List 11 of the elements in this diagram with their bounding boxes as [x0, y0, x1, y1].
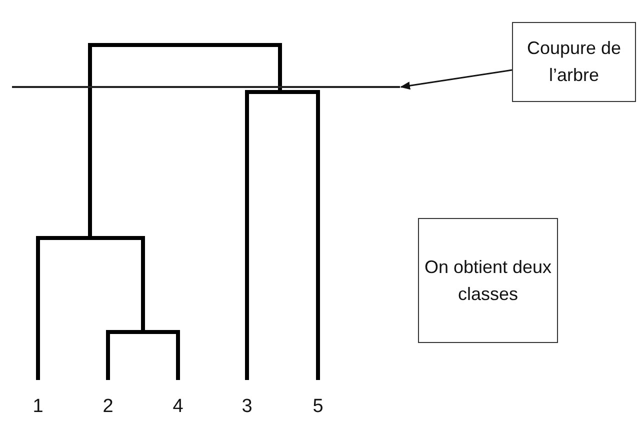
box-text: On obtient deux classes — [424, 256, 552, 304]
leaf-number: 2 — [102, 396, 114, 418]
leaf-number: 4 — [172, 396, 184, 418]
leader-arrow — [400, 69, 512, 90]
leaf-number: 5 — [312, 396, 324, 418]
leaf-number: 1 — [32, 396, 44, 418]
callout-box — [512, 22, 636, 102]
leaf-number: 3 — [240, 396, 254, 418]
box-text: Coupure de l’arbre — [526, 38, 622, 85]
text-box — [418, 218, 558, 343]
cut-line — [12, 86, 400, 88]
